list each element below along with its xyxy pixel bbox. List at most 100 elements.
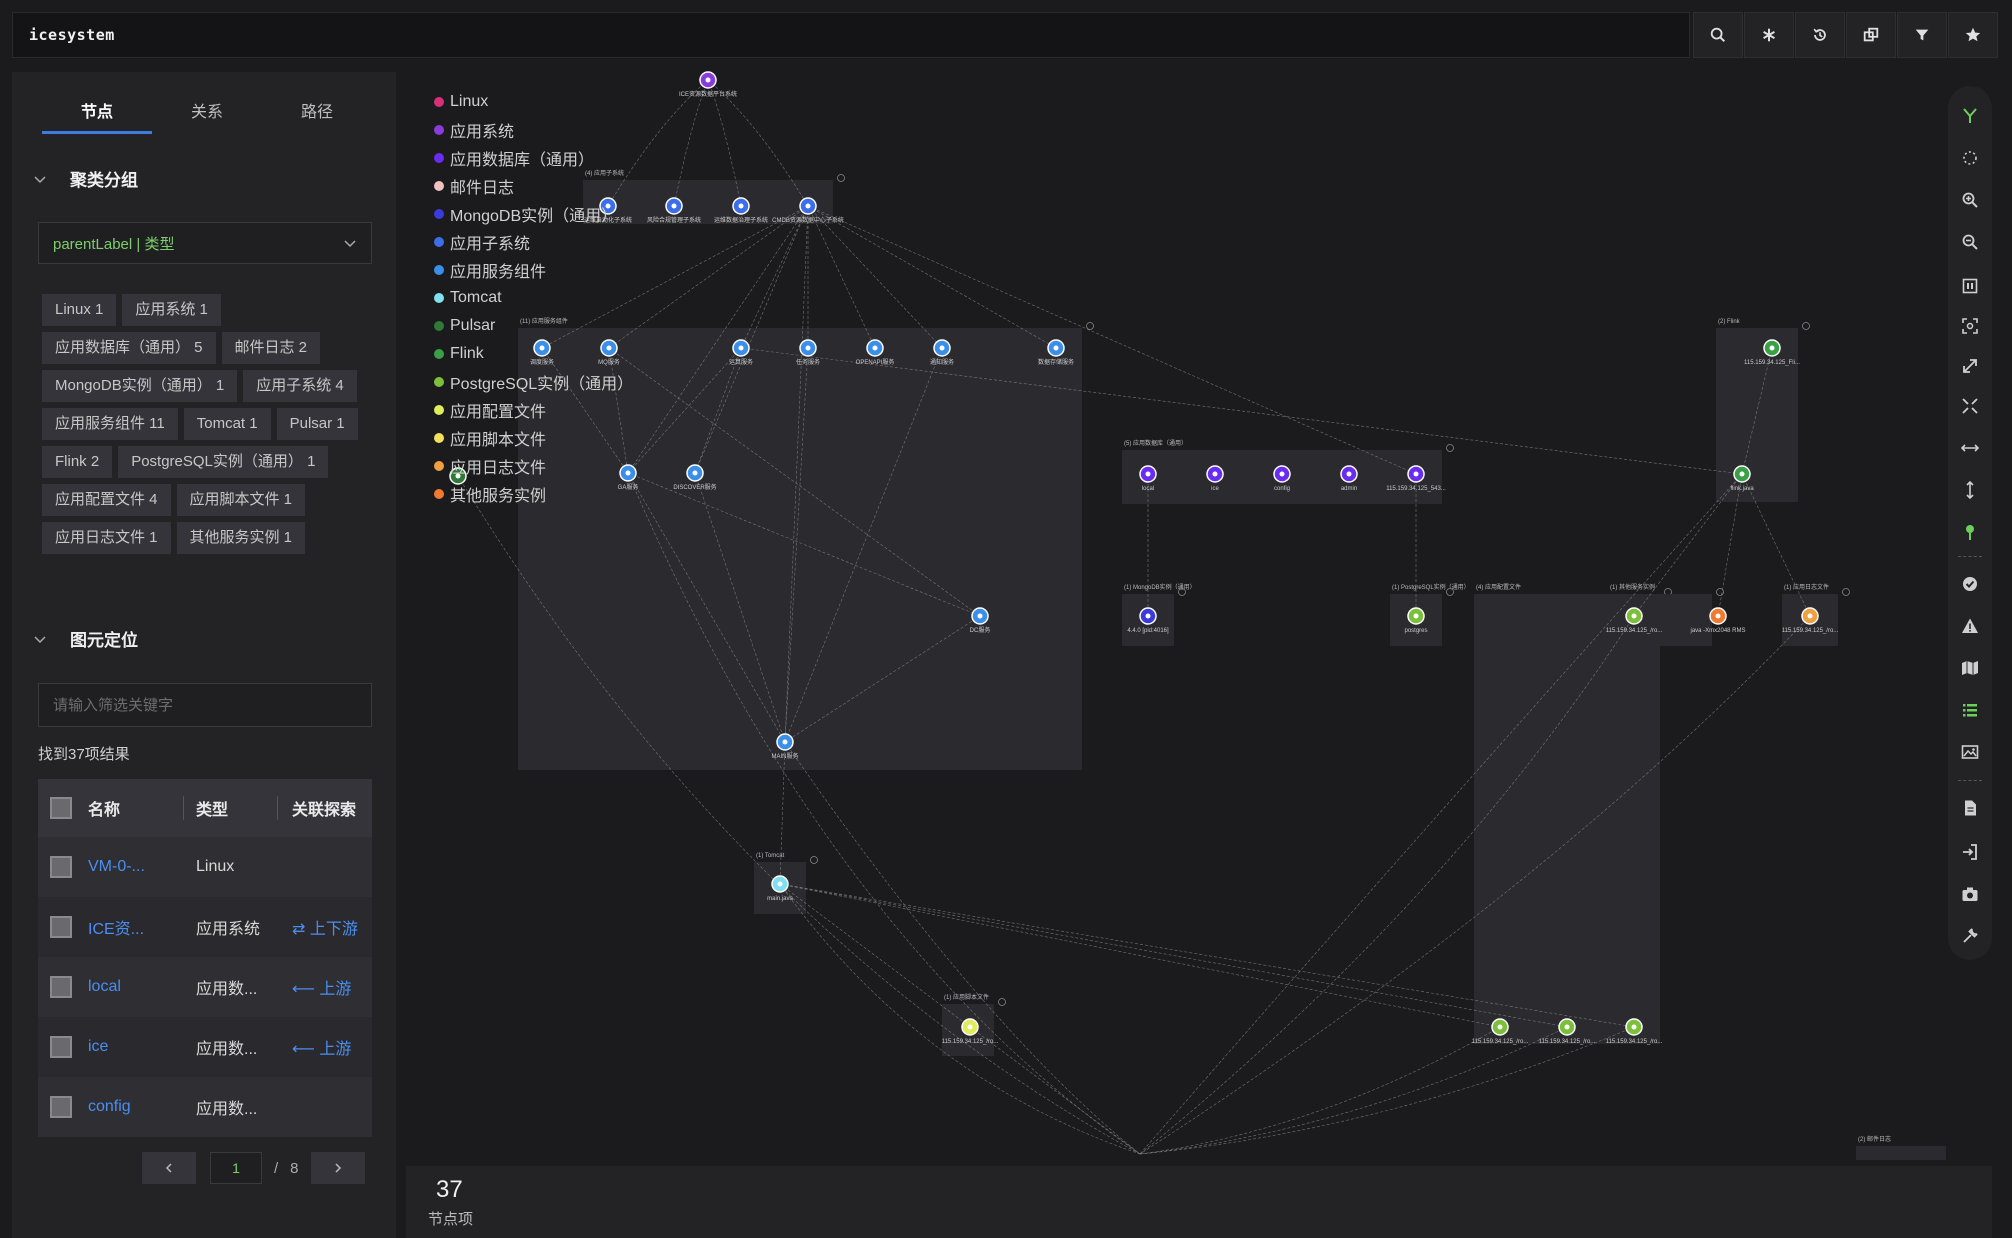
legend-item[interactable]: 应用日志文件 [434, 452, 633, 480]
focus-button[interactable] [1960, 316, 1980, 336]
camera-button[interactable] [1960, 884, 1980, 904]
graph-edge[interactable] [627, 347, 742, 474]
row-name-link[interactable]: local [88, 978, 121, 995]
cluster-chip[interactable]: Tomcat 1 [183, 408, 271, 440]
graph-edge[interactable] [969, 1026, 1141, 1155]
select-all-checkbox[interactable] [50, 797, 72, 819]
cluster-box[interactable] [1608, 594, 1712, 646]
graph-edge[interactable] [779, 883, 971, 1028]
history-button[interactable] [1795, 12, 1845, 58]
graph-edge[interactable] [627, 472, 981, 617]
cluster-chip[interactable]: 邮件日志 2 [221, 332, 321, 364]
row-name-link[interactable]: config [88, 1098, 131, 1115]
list-button[interactable] [1960, 700, 1980, 720]
row-name-link[interactable]: ice [88, 1038, 109, 1055]
collapse-icon[interactable] [1178, 588, 1186, 596]
graph-edge[interactable] [779, 883, 1635, 1028]
graph-edge[interactable] [807, 205, 1417, 475]
graph-edge[interactable] [784, 615, 981, 743]
graph-edge[interactable] [627, 472, 786, 743]
collapse-icon[interactable] [1842, 588, 1850, 596]
cluster-box[interactable] [518, 328, 1082, 770]
vertical-button[interactable] [1960, 480, 1980, 500]
legend-item[interactable]: Tomcat [434, 284, 633, 312]
row-checkbox[interactable] [50, 976, 72, 998]
tab-paths[interactable]: 路径 [300, 104, 333, 121]
cluster-chip[interactable]: Linux 1 [42, 294, 117, 326]
graph-edge[interactable] [1139, 615, 1811, 1155]
graph-edge[interactable] [784, 347, 809, 743]
doc-button[interactable] [1960, 798, 1980, 818]
graph-edge[interactable] [608, 347, 981, 617]
graph-edge[interactable] [740, 347, 1743, 475]
row-checkbox[interactable] [50, 916, 72, 938]
cluster-chip[interactable]: 应用配置文件 4 [42, 484, 171, 516]
graph-edge[interactable] [627, 472, 1141, 1155]
graph-edge[interactable] [1139, 1026, 1568, 1155]
graph-edge[interactable] [784, 347, 943, 743]
cluster-select[interactable]: parentLabel | 类型 [38, 222, 372, 264]
graph-edge[interactable] [807, 205, 943, 349]
legend-item[interactable]: 应用配置文件 [434, 396, 633, 424]
graph-edge[interactable] [807, 205, 876, 349]
next-page-button[interactable] [310, 1152, 365, 1184]
row-checkbox[interactable] [50, 1096, 72, 1118]
legend-item[interactable]: 应用数据库（通用） [434, 144, 633, 172]
loading-button[interactable] [1960, 148, 1980, 168]
layout-tree-button[interactable] [1960, 106, 1980, 126]
filter-keyword-input[interactable] [38, 683, 372, 727]
graph-edge[interactable] [1741, 473, 1811, 617]
cluster-chip[interactable]: 应用服务组件 11 [42, 408, 178, 440]
cluster-chip[interactable]: 应用日志文件 1 [42, 522, 171, 554]
legend-item[interactable]: 应用系统 [434, 116, 633, 144]
collapse-icon[interactable] [1086, 322, 1094, 330]
graph-edge[interactable] [608, 347, 629, 474]
row-name-link[interactable]: VM-0-... [88, 858, 145, 875]
collapse-icon[interactable] [1446, 444, 1454, 452]
window-button[interactable] [1846, 12, 1896, 58]
graph-edge[interactable] [627, 205, 809, 474]
graph-edge[interactable] [779, 883, 1141, 1155]
row-relation-link[interactable]: ⟵ 上游 [292, 1041, 352, 1058]
legend-item[interactable]: 应用脚本文件 [434, 424, 633, 452]
map-button[interactable] [1960, 658, 1980, 678]
legend-item[interactable]: PostgreSQL实例（通用） [434, 368, 633, 396]
cluster-box[interactable] [583, 180, 833, 224]
cluster-box[interactable] [1856, 1146, 1946, 1160]
zoom-out-button[interactable] [1960, 232, 1980, 252]
row-name-link[interactable]: ICE资... [88, 921, 145, 938]
tool-button[interactable] [1960, 926, 1980, 946]
legend-item[interactable]: Pulsar [434, 312, 633, 340]
legend-item[interactable]: Flink [434, 340, 633, 368]
prev-page-button[interactable] [142, 1152, 196, 1184]
cluster-chip[interactable]: 应用系统 1 [122, 294, 221, 326]
search-button[interactable] [1693, 12, 1743, 58]
current-page-input[interactable]: 1 [210, 1152, 262, 1184]
graph-edge[interactable] [1139, 473, 1743, 1155]
graph-edge[interactable] [608, 205, 809, 349]
image-button[interactable] [1960, 742, 1980, 762]
graph-edge[interactable] [779, 741, 786, 885]
collapse-icon[interactable] [1802, 322, 1810, 330]
graph-edge[interactable] [784, 741, 1141, 1155]
pin-button[interactable] [1960, 522, 1980, 542]
legend-item[interactable]: 邮件日志 [434, 172, 633, 200]
cluster-chip[interactable]: 应用子系统 4 [243, 370, 357, 402]
collapse-icon[interactable] [810, 856, 818, 864]
row-relation-link[interactable]: ⇄ 上下游 [292, 921, 358, 938]
import-button[interactable] [1960, 842, 1980, 862]
graph-edge[interactable] [607, 79, 709, 207]
graph-edge[interactable] [694, 347, 742, 474]
legend-item[interactable]: Linux [434, 88, 633, 116]
zoom-in-button[interactable] [1960, 190, 1980, 210]
cluster-section-header[interactable]: 聚类分组 [32, 166, 138, 191]
graph-edge[interactable] [707, 79, 809, 207]
cluster-chip[interactable]: PostgreSQL实例（通用） 1 [118, 446, 329, 478]
cluster-chip[interactable]: Flink 2 [42, 446, 113, 478]
collapse-icon[interactable] [998, 998, 1006, 1006]
filter-button[interactable] [1897, 12, 1947, 58]
locate-section-header[interactable]: 图元定位 [32, 626, 138, 651]
graph-edge[interactable] [1139, 1026, 1635, 1155]
asterisk-button[interactable] [1744, 12, 1794, 58]
graph-edge[interactable] [541, 347, 629, 474]
